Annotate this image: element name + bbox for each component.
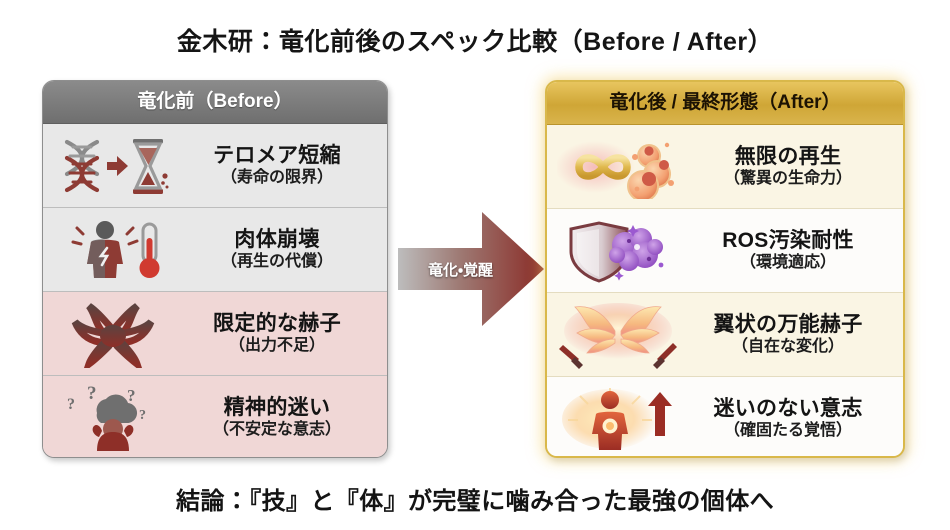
after-row-winged-kagune-labels: 翼状の万能赫子 （自在な変化）: [683, 313, 897, 356]
svg-text:?: ?: [87, 385, 97, 404]
after-row-resolute-will-sub: （確固たる覚悟）: [723, 422, 852, 440]
transform-arrow: 竜化・覚醒: [398, 208, 546, 330]
before-panel-header: 竜化前（Before）: [43, 81, 387, 124]
svg-text:?: ?: [139, 408, 146, 423]
before-row-limited-kagune-labels: 限定的な赫子 （出力不足）: [177, 312, 381, 355]
after-row-infinite-regeneration-main: 無限の再生: [734, 144, 842, 168]
before-rows: テロメア短縮 （寿命の限界）: [43, 124, 387, 457]
winged-kagune-swords-icon: [553, 296, 683, 374]
dna-hourglass-icon: [49, 127, 177, 205]
after-row-infinite-regeneration-sub: （驚異の生命力）: [723, 170, 852, 188]
body-breakdown-thermometer-icon: [49, 211, 177, 289]
before-row-telomere[interactable]: テロメア短縮 （寿命の限界）: [43, 124, 387, 208]
svg-text:?: ?: [67, 396, 75, 413]
before-row-limited-kagune[interactable]: 限定的な赫子 （出力不足）: [43, 292, 387, 376]
before-row-body-breakdown-main: 肉体崩壊: [234, 227, 320, 251]
after-row-ros-resistance[interactable]: ROS汚染耐性 （環境適応）: [547, 209, 903, 293]
after-panel-header: 竜化後 / 最終形態（After）: [547, 82, 903, 125]
before-panel: 竜化前（Before）: [42, 80, 388, 458]
before-row-limited-kagune-main: 限定的な赫子: [213, 311, 341, 335]
shield-toxin-icon: [553, 212, 683, 290]
svg-text:?: ?: [127, 386, 136, 405]
page-title: 金木研：竜化前後のスペック比較（Before / After）: [176, 28, 774, 56]
before-row-mental-doubt-main: 精神的迷い: [223, 395, 331, 419]
before-row-limited-kagune-sub: （出力不足）: [228, 337, 325, 355]
after-row-resolute-will-labels: 迷いのない意志 （確固たる覚悟）: [683, 397, 897, 440]
conclusion-text: 結論：『技』と『体』が完璧に噛み合った最強の個体へ: [176, 488, 774, 515]
after-rows: 無限の再生 （驚異の生命力）: [547, 125, 903, 457]
kagune-tentacles-icon: [49, 295, 177, 373]
before-row-mental-doubt[interactable]: ? ? ? ? 精神的迷い （不安定な意志）: [43, 376, 387, 457]
before-row-body-breakdown[interactable]: 肉体崩壊 （再生の代償）: [43, 208, 387, 292]
infinity-cells-icon: [553, 128, 683, 206]
before-row-mental-doubt-labels: 精神的迷い （不安定な意志）: [177, 396, 381, 439]
before-row-body-breakdown-sub: （再生の代償）: [220, 253, 333, 271]
before-row-telomere-main: テロメア短縮: [213, 143, 341, 167]
after-panel: 竜化後 / 最終形態（After）: [545, 80, 905, 458]
confused-mind-icon: ? ? ? ?: [49, 379, 177, 457]
after-row-ros-resistance-labels: ROS汚染耐性 （環境適応）: [683, 229, 897, 272]
after-row-winged-kagune[interactable]: 翼状の万能赫子 （自在な変化）: [547, 293, 903, 377]
after-row-winged-kagune-sub: （自在な変化）: [731, 338, 844, 356]
before-row-body-breakdown-labels: 肉体崩壊 （再生の代償）: [177, 228, 381, 271]
before-row-telomere-sub: （寿命の限界）: [220, 169, 333, 187]
after-row-infinite-regeneration[interactable]: 無限の再生 （驚異の生命力）: [547, 125, 903, 209]
after-row-resolute-will[interactable]: 迷いのない意志 （確固たる覚悟）: [547, 377, 903, 457]
before-row-mental-doubt-sub: （不安定な意志）: [212, 421, 341, 439]
after-row-infinite-regeneration-labels: 無限の再生 （驚異の生命力）: [683, 145, 897, 188]
after-row-ros-resistance-main: ROS汚染耐性: [722, 228, 854, 252]
after-row-ros-resistance-sub: （環境適応）: [739, 254, 836, 272]
resolute-will-icon: [553, 380, 683, 457]
after-row-winged-kagune-main: 翼状の万能赫子: [713, 312, 863, 336]
before-row-telomere-labels: テロメア短縮 （寿命の限界）: [177, 144, 381, 187]
after-row-resolute-will-main: 迷いのない意志: [713, 396, 863, 420]
